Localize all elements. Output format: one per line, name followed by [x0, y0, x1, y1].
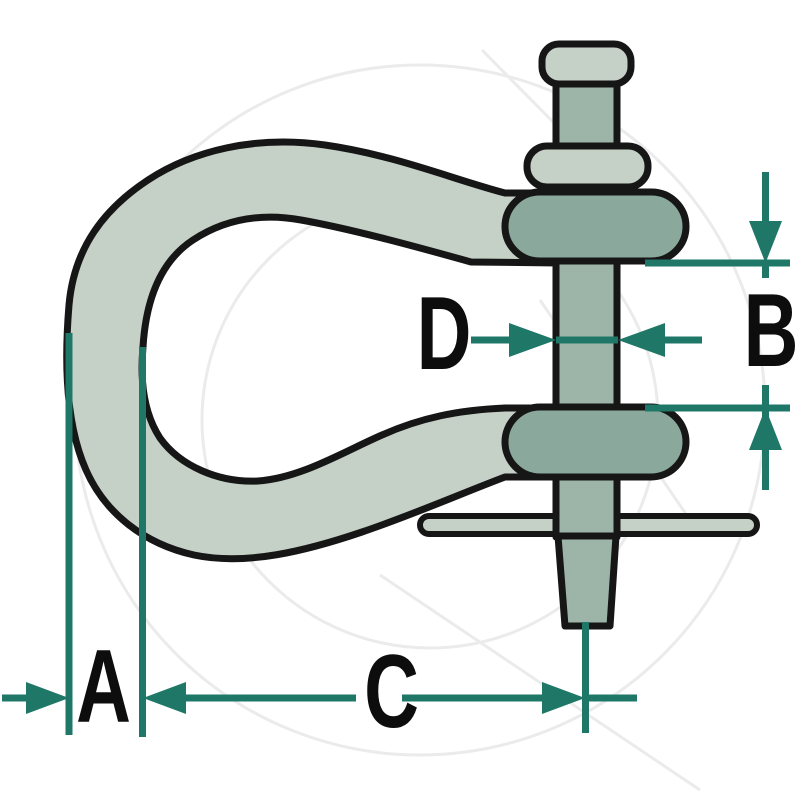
shackle-body: [63, 40, 760, 630]
dim-b-arrow-up-icon: [749, 408, 782, 450]
dim-b-arrow-down-icon: [749, 221, 782, 263]
dimension-a: A: [2, 333, 186, 745]
dim-c-arrow-icon: [542, 682, 585, 714]
dimension-d: D: [417, 276, 702, 392]
top-eye: [501, 188, 690, 265]
dimension-b: B: [645, 172, 798, 490]
dim-a-arrow-left-icon: [143, 682, 186, 714]
pin-tip: [554, 532, 620, 630]
dim-b-label: B: [744, 273, 799, 388]
pin-collar: [523, 142, 652, 191]
pin-knob: [538, 40, 635, 88]
dimension-c: C: [186, 622, 637, 750]
dim-d-label: D: [417, 276, 472, 391]
bottom-eye: [501, 403, 690, 481]
dim-a-label: A: [76, 629, 131, 744]
dim-d-arrow-right-icon: [509, 323, 556, 357]
shackle-bow: [63, 138, 564, 563]
dim-c-label: C: [364, 634, 419, 749]
dim-d-arrow-left-icon: [618, 323, 665, 357]
watermark-line-2: [379, 573, 701, 792]
dim-a-arrow-right-icon: [26, 682, 69, 714]
